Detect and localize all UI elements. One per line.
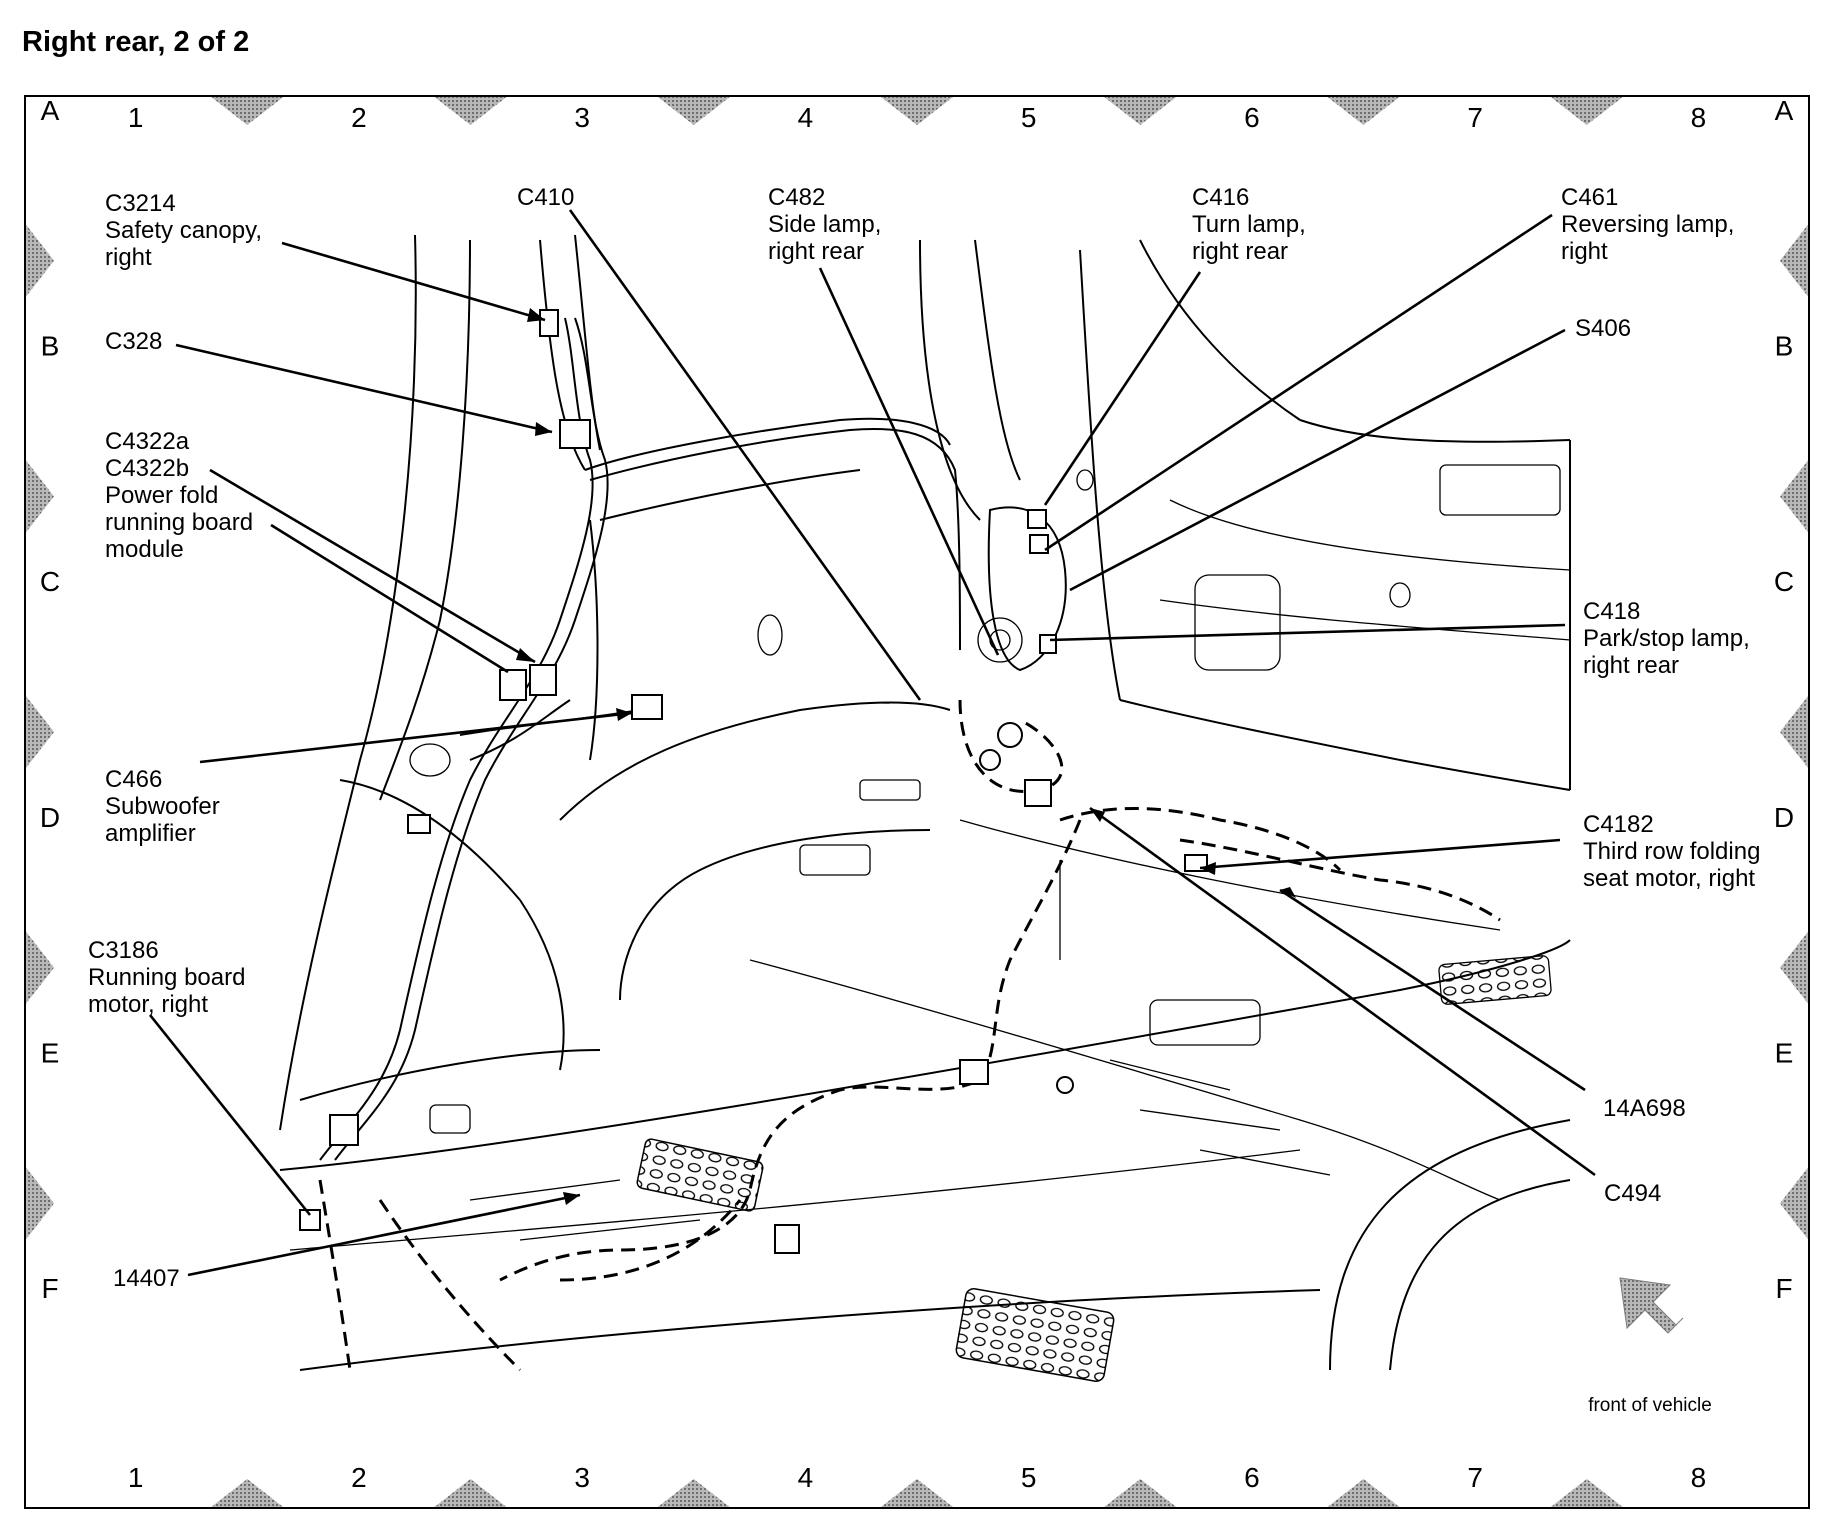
grid-col-bottom-3: 3: [574, 1462, 590, 1493]
grid-row-right-B: B: [1775, 331, 1794, 362]
front-of-vehicle-label: front of vehicle: [1588, 1395, 1712, 1416]
grid-marker-left: [26, 224, 54, 297]
grid-marker-left: [26, 460, 54, 533]
front-of-vehicle-indicator: front of vehicle: [1588, 1277, 1712, 1416]
grid-row-left-C: C: [40, 566, 60, 597]
grid-marker-left: [26, 696, 54, 768]
grid-row-labels-left: A B C D E F: [40, 95, 60, 1304]
grid-marker-top: [434, 97, 507, 125]
grid-marker-left: [26, 931, 54, 1004]
grid-row-left-F: F: [41, 1273, 58, 1304]
grid-row-right-E: E: [1775, 1038, 1794, 1069]
grid-row-right-F: F: [1775, 1273, 1792, 1304]
grid-marker-right: [1780, 224, 1808, 297]
grid-marker-bottom: [1550, 1479, 1623, 1507]
label-14407: 14407: [113, 1265, 180, 1292]
grid-marker-top: [1104, 97, 1177, 125]
grid-row-left-D: D: [40, 802, 60, 833]
grid-marker-top: [211, 97, 284, 125]
grid-column-labels-bottom: 1 2 3 4 5 6 7 8: [128, 1462, 1706, 1493]
grid-col-bottom-2: 2: [351, 1462, 367, 1493]
label-s406: S406: [1575, 315, 1631, 342]
grid-marker-top: [657, 97, 730, 125]
wiring-harness: [299, 309, 1501, 1372]
label-c466: C466 Subwoofer amplifier: [105, 766, 226, 847]
label-c410: C410: [517, 184, 574, 211]
grid-row-right-A: A: [1775, 95, 1794, 126]
grid-marker-right: [1780, 460, 1808, 533]
grid-marker-bottom: [657, 1479, 730, 1507]
grid-row-left-B: B: [41, 331, 60, 362]
grid-row-right-C: C: [1774, 566, 1794, 597]
grid-col-bottom-6: 6: [1244, 1462, 1260, 1493]
grid-col-top-8: 8: [1691, 102, 1707, 133]
label-c4182: C4182 Third row folding seat motor, righ…: [1583, 811, 1767, 892]
grid-col-top-5: 5: [1021, 102, 1037, 133]
grid-row-labels-right: A B C D E F: [1774, 95, 1794, 1304]
grid-marker-bottom: [881, 1479, 953, 1507]
label-c3214: C3214 Safety canopy, right: [105, 190, 269, 271]
vehicle-body-drawing: [279, 234, 1571, 1382]
label-c416: C416 Turn lamp, right rear: [1192, 184, 1312, 265]
grid-marker-bottom: [434, 1479, 507, 1507]
grid-markers: [26, 97, 1808, 1507]
grid-marker-bottom: [1327, 1479, 1400, 1507]
label-c4322: C4322a C4322b Power fold running board m…: [105, 428, 260, 563]
grid-row-left-E: E: [41, 1038, 60, 1069]
label-c494: C494: [1604, 1180, 1661, 1207]
grid-col-top-3: 3: [574, 102, 590, 133]
label-c482: C482 Side lamp, right rear: [768, 184, 888, 265]
grid-col-top-6: 6: [1244, 102, 1260, 133]
grid-marker-top: [1327, 97, 1400, 125]
grid-marker-bottom: [211, 1479, 284, 1507]
grid-col-bottom-5: 5: [1021, 1462, 1037, 1493]
diagram-frame: [24, 95, 1810, 1509]
grid-column-labels-top: 1 2 3 4 5 6 7 8: [128, 102, 1706, 133]
grid-marker-top: [1550, 97, 1623, 125]
label-c461: C461 Reversing lamp, right: [1561, 184, 1741, 265]
grid-marker-top: [881, 97, 953, 125]
label-c328: C328: [105, 328, 162, 355]
grid-marker-right: [1780, 1167, 1808, 1240]
grid-marker-left: [26, 1167, 54, 1240]
grid-col-top-7: 7: [1467, 102, 1483, 133]
grid-row-right-D: D: [1774, 802, 1794, 833]
grid-col-top-2: 2: [351, 102, 367, 133]
grid-marker-bottom: [1104, 1479, 1177, 1507]
grid-row-left-A: A: [41, 95, 60, 126]
front-arrow-icon: [1619, 1277, 1684, 1334]
label-c3186: C3186 Running board motor, right: [88, 937, 252, 1018]
grid-col-bottom-1: 1: [128, 1462, 144, 1493]
grid-marker-right: [1780, 696, 1808, 768]
grid-col-top-1: 1: [128, 102, 144, 133]
grid-col-bottom-4: 4: [798, 1462, 814, 1493]
grid-col-bottom-8: 8: [1691, 1462, 1707, 1493]
grid-marker-right: [1780, 931, 1808, 1004]
page-title: Right rear, 2 of 2: [22, 26, 250, 58]
grid-col-top-4: 4: [798, 102, 814, 133]
leader-lines: [148, 209, 1596, 1277]
label-14a698: 14A698: [1603, 1095, 1686, 1122]
label-c418: C418 Park/stop lamp, right rear: [1583, 598, 1756, 679]
grid-col-bottom-7: 7: [1467, 1462, 1483, 1493]
callout-labels: C3214 Safety canopy, right C328 C4322a C…: [88, 184, 1767, 1292]
